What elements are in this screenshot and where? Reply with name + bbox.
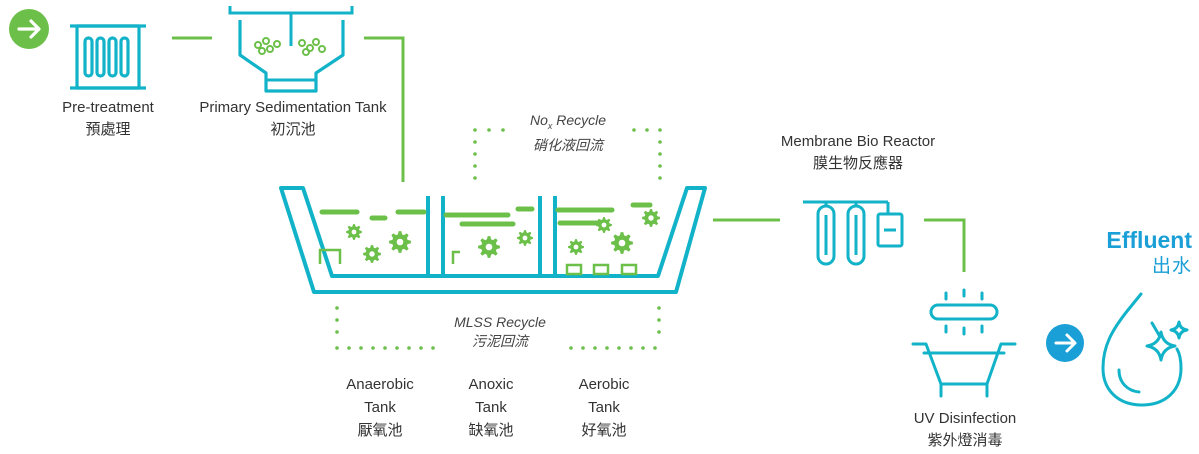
recycle-dot: [617, 346, 621, 350]
recycle-dot: [645, 128, 649, 132]
recycle-dot: [395, 346, 399, 350]
recycle-dot: [359, 346, 363, 350]
recycle-dot: [657, 330, 661, 334]
effluent-label: Effluent 出水: [1106, 227, 1192, 277]
recycle-dot: [383, 346, 387, 350]
gear-icon: [389, 231, 411, 253]
start-arrow-icon: [9, 9, 49, 49]
membrane-reactor-icon: [803, 200, 904, 266]
recycle-dot: [653, 346, 657, 350]
recycle-dot: [569, 346, 573, 350]
recycle-dot: [658, 176, 662, 180]
recycle-dot: [632, 128, 636, 132]
gear-icon: [611, 232, 633, 254]
aerobic-tank-label: Aerobic Tank 好氧池: [578, 376, 630, 439]
recycle-dot: [605, 346, 609, 350]
recycle-dot: [407, 346, 411, 350]
gear-icon: [346, 224, 362, 240]
recycle-dot: [658, 152, 662, 156]
gear-icon: [642, 209, 660, 227]
recycle-dot: [593, 346, 597, 350]
recycle-dot: [419, 346, 423, 350]
recycle-dot: [371, 346, 375, 350]
nox-recycle-line: [473, 128, 662, 180]
primary-sedimentation-label: Primary Sedimentation Tank 初沉池: [199, 99, 387, 138]
sedimentation-tank-icon: [228, 6, 354, 93]
recycle-dot: [657, 318, 661, 322]
recycle-dot: [473, 176, 477, 180]
pretreatment-screen-icon: [70, 24, 146, 90]
recycle-dot: [487, 128, 491, 132]
effluent-arrow-icon: [1046, 324, 1084, 362]
recycle-dot: [501, 128, 505, 132]
recycle-dot: [347, 346, 351, 350]
uv-disinfection-label: UV Disinfection 紫外燈消毒: [913, 410, 1017, 449]
mlss-recycle-label: MLSS Recycle 污泥回流: [454, 314, 546, 349]
recycle-dot: [431, 346, 435, 350]
nox-recycle-label: Nox Recycle 硝化液回流: [529, 112, 607, 153]
recycle-dot: [629, 346, 633, 350]
recycle-dot: [473, 164, 477, 168]
recycle-dot: [473, 140, 477, 144]
recycle-dot: [581, 346, 585, 350]
recycle-dot: [473, 128, 477, 132]
pretreatment-label: Pre-treatment 預處理: [62, 99, 154, 138]
recycle-dot: [335, 346, 339, 350]
recycle-dot: [657, 306, 661, 310]
recycle-dot: [473, 152, 477, 156]
water-drop-sparkle-icon: [1101, 292, 1189, 407]
gear-icon: [478, 236, 500, 258]
uv-lamp-icon: [911, 288, 1017, 398]
membrane-reactor-label: Membrane Bio Reactor 膜生物反應器: [780, 133, 936, 172]
flow-line: [924, 218, 966, 272]
anoxic-tank-label: Anoxic Tank 缺氧池: [468, 376, 514, 439]
flow-line: [364, 36, 405, 182]
gear-icon: [568, 239, 584, 255]
anaerobic-tank-label: Anaerobic Tank 厭氧池: [346, 376, 414, 439]
recycle-dot: [658, 140, 662, 144]
gear-icon: [363, 245, 381, 263]
bio-tank: [279, 186, 707, 294]
recycle-dot: [658, 128, 662, 132]
recycle-dot: [335, 318, 339, 322]
recycle-dot: [335, 306, 339, 310]
recycle-dot: [641, 346, 645, 350]
gear-icon: [517, 230, 533, 246]
mlss-recycle-line: [335, 306, 661, 350]
recycle-dot: [335, 330, 339, 334]
gear-icon: [596, 217, 612, 233]
recycle-dot: [658, 164, 662, 168]
